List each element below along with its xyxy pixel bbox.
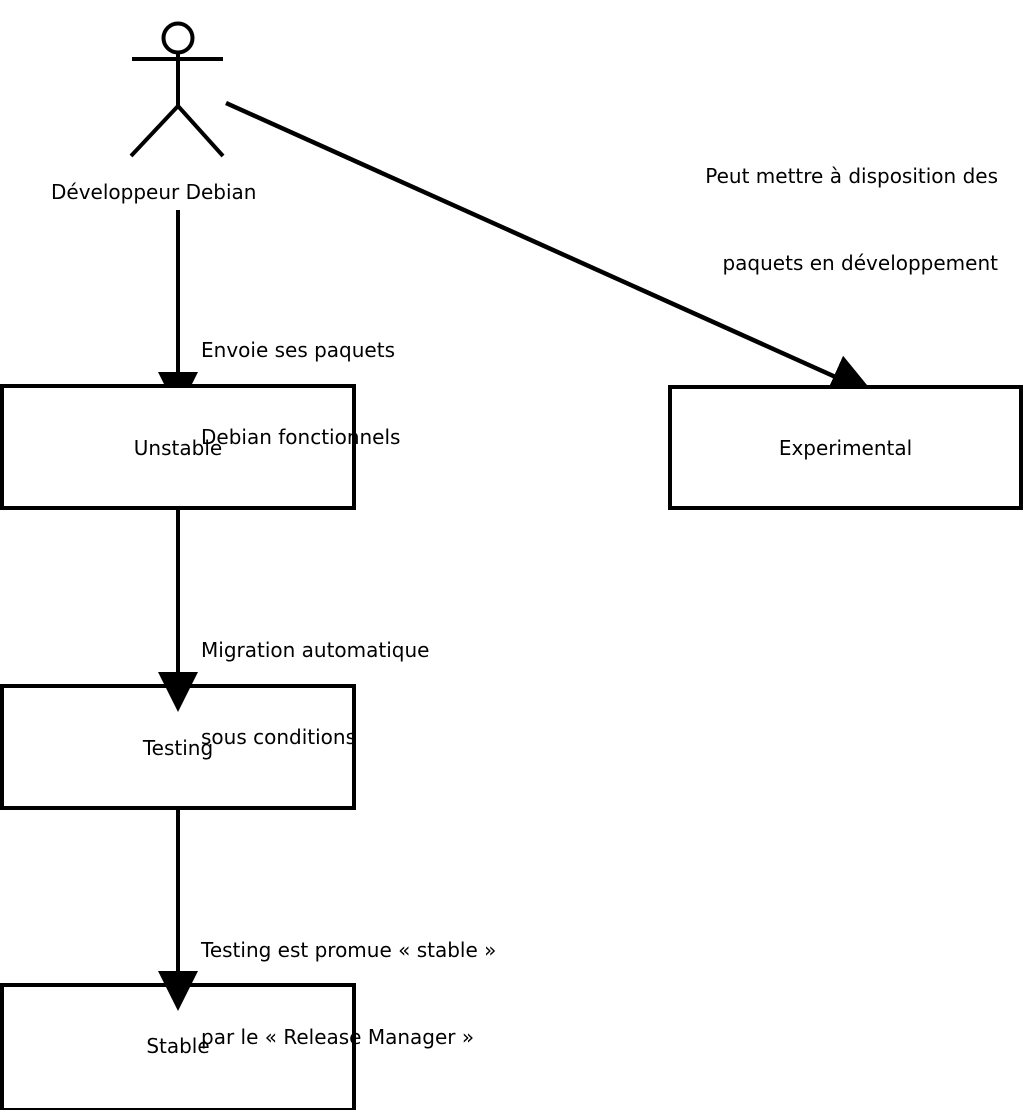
edge-dev-to-experimental	[225, 100, 875, 397]
edge-label-line1: Envoie ses paquets	[201, 338, 395, 362]
node-label-unstable: Unstable	[133, 436, 223, 460]
edge-label-line2: paquets en développement	[722, 251, 998, 275]
edge-label-dev-to-unstable: Envoie ses paquets Debian fonctionnels	[201, 278, 400, 510]
actor-left-leg-line	[129, 104, 180, 158]
edge-label-line1: Testing est promue « stable »	[201, 938, 497, 962]
edge-label-unstable-to-testing: Migration automatique sous conditions	[201, 578, 429, 810]
edge-label-testing-to-stable: Testing est promue « stable » par le « R…	[201, 878, 496, 1110]
node-label-stable: Stable	[146, 1034, 210, 1058]
edge-label-dev-to-experimental: Peut mettre à disposition des paquets en…	[600, 104, 998, 336]
node-box-experimental[interactable]	[668, 385, 1023, 510]
actor-right-leg-line	[176, 104, 225, 158]
node-label-experimental: Experimental	[778, 436, 913, 460]
edge-label-line1: Migration automatique	[201, 638, 430, 662]
edge-label-line2: Debian fonctionnels	[201, 425, 401, 449]
node-box-unstable[interactable]	[0, 384, 356, 510]
node-label-testing: Testing	[142, 736, 214, 760]
actor-head-icon	[161, 21, 195, 55]
edge-label-line1: Peut mettre à disposition des	[705, 164, 998, 188]
actor-stick-figure	[129, 21, 225, 158]
edge-label-line2: par le « Release Manager »	[201, 1025, 475, 1049]
actor-label-developpeur-debian: Développeur Debian	[51, 180, 257, 204]
edge-label-line2: sous conditions	[201, 725, 356, 749]
